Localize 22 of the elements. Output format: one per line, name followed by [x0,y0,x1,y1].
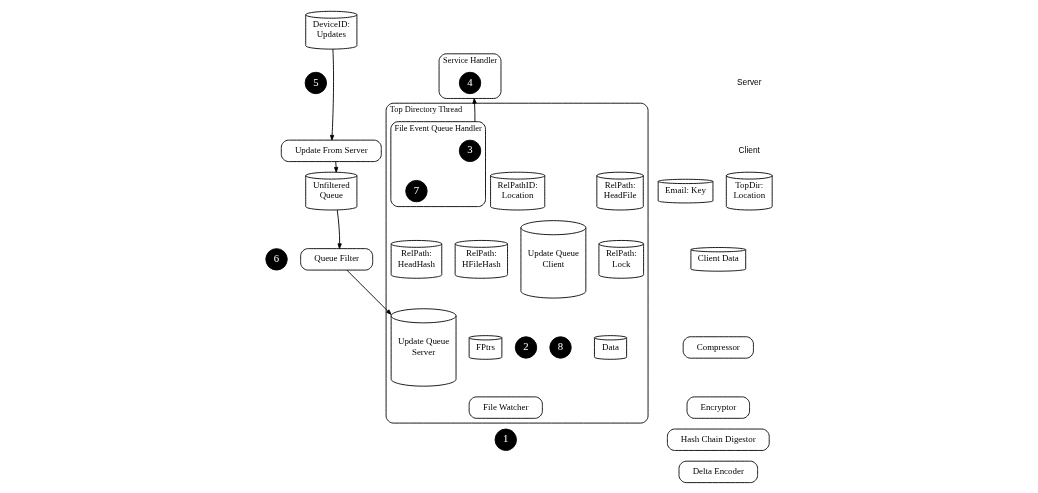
arrow [334,160,339,173]
node-box: Queue Filter [300,247,374,270]
arrow [336,209,342,249]
node-circle: 6 [265,247,288,270]
node-circle: 8 [549,335,572,359]
arrow [346,269,392,315]
node-circle: 7 [405,179,428,202]
node-circle: 4 [458,71,482,94]
node-circle: 2 [514,335,538,359]
arrow [330,48,335,141]
node-box: Delta Encoder [678,460,759,483]
node-box: Update From Server [280,139,382,162]
arrow [472,97,477,122]
node-box: Hash Chain Digestor [666,428,770,451]
node-box: Encryptor [686,395,750,419]
node-circle: 1 [494,428,517,451]
node-box: Compressor [682,335,754,359]
label: Server [736,76,762,87]
label: Client [738,144,760,155]
node-circle: 3 [458,139,482,162]
node-circle: 5 [304,71,327,94]
node-box: File Watcher [468,395,543,419]
